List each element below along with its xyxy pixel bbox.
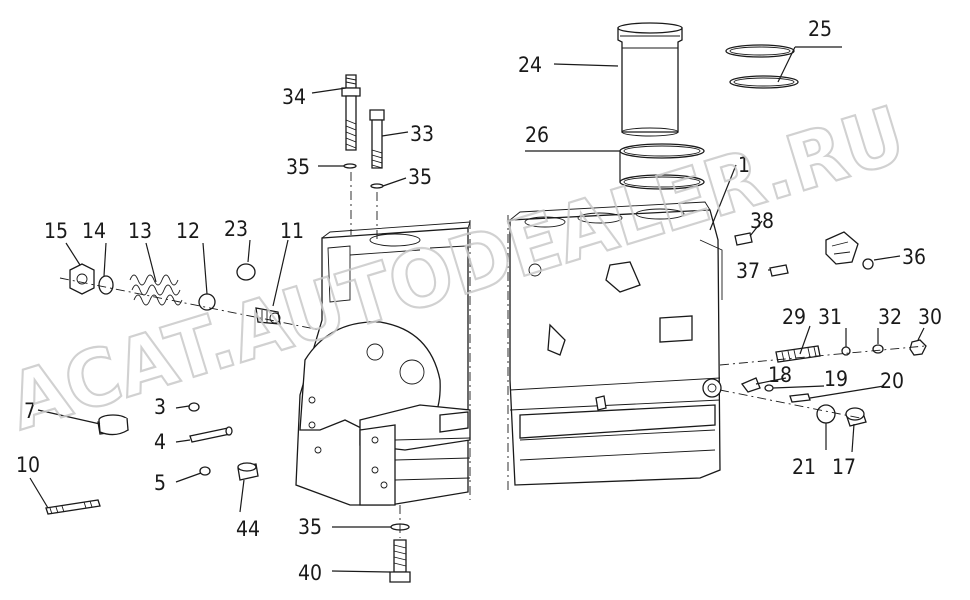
- label-3: 3: [154, 395, 166, 419]
- plug-23: [236, 263, 256, 281]
- label-36: 36: [902, 245, 926, 269]
- label-24: 24: [518, 53, 542, 77]
- label-17: 17: [832, 455, 856, 479]
- bolt-20: [789, 393, 811, 403]
- label-21: 21: [792, 455, 816, 479]
- bolt-34: [341, 74, 361, 151]
- stud-10: [45, 499, 101, 515]
- pin-38: [734, 232, 753, 246]
- label-4: 4: [154, 430, 166, 454]
- label-23: 23: [224, 217, 248, 241]
- washer-35-mid: [370, 183, 384, 189]
- label-35-mid: 35: [408, 165, 432, 189]
- washer-14: [98, 275, 114, 295]
- liner-seal-rings: [619, 143, 705, 190]
- bracket-18: [740, 377, 761, 393]
- label-32: 32: [878, 305, 902, 329]
- cylinder-liner: [617, 22, 683, 137]
- sensor-bracket: [825, 231, 859, 265]
- valve-seat-11: [255, 307, 281, 325]
- bolt-33: [369, 109, 385, 169]
- stud-axis: [719, 345, 926, 366]
- bushing-7: [97, 414, 129, 436]
- label-11: 11: [280, 219, 304, 243]
- cylinder-block-rear: [509, 201, 723, 486]
- plug-36: [862, 258, 874, 270]
- label-29: 29: [782, 305, 806, 329]
- leader-lines: [29, 46, 925, 573]
- nut-30: [909, 339, 927, 356]
- label-1: 1: [738, 153, 750, 177]
- label-34: 34: [282, 85, 306, 109]
- o-rings: [725, 44, 799, 89]
- plug-17: [845, 407, 867, 427]
- pin-4: [189, 426, 233, 443]
- washer-32: [872, 344, 884, 354]
- label-35-top: 35: [286, 155, 310, 179]
- seal-ring-21: [816, 404, 836, 424]
- label-13: 13: [128, 219, 152, 243]
- label-35-bottom: 35: [298, 515, 322, 539]
- valve-axis: [59, 277, 321, 331]
- label-10: 10: [16, 453, 40, 477]
- label-12: 12: [176, 219, 200, 243]
- plug-axis: [719, 389, 861, 419]
- label-30: 30: [918, 305, 942, 329]
- washer-31: [841, 346, 851, 356]
- cylinder-block-front: [295, 221, 471, 506]
- label-26: 26: [525, 123, 549, 147]
- label-5: 5: [154, 471, 166, 495]
- label-44: 44: [236, 517, 260, 541]
- label-19: 19: [824, 367, 848, 391]
- plug-5: [199, 466, 211, 476]
- label-20: 20: [880, 369, 904, 393]
- label-37: 37: [736, 259, 760, 283]
- pin-37: [769, 264, 789, 277]
- label-38: 38: [750, 209, 774, 233]
- spring-13: [129, 274, 183, 306]
- label-18: 18: [768, 363, 792, 387]
- bolt-40: [389, 539, 411, 583]
- label-31: 31: [818, 305, 842, 329]
- plug-3: [188, 402, 200, 412]
- label-25: 25: [808, 17, 832, 41]
- label-7: 7: [24, 399, 36, 423]
- callout-labels: 1 3 4 5 7 10 11 12 13 14 15 17 18 19 20 …: [16, 17, 942, 585]
- sleeve-44: [237, 462, 259, 481]
- label-15: 15: [44, 219, 68, 243]
- label-40: 40: [298, 561, 322, 585]
- label-33: 33: [410, 122, 434, 146]
- nut-15: [69, 263, 95, 295]
- label-14: 14: [82, 219, 106, 243]
- washer-35-top: [343, 163, 357, 169]
